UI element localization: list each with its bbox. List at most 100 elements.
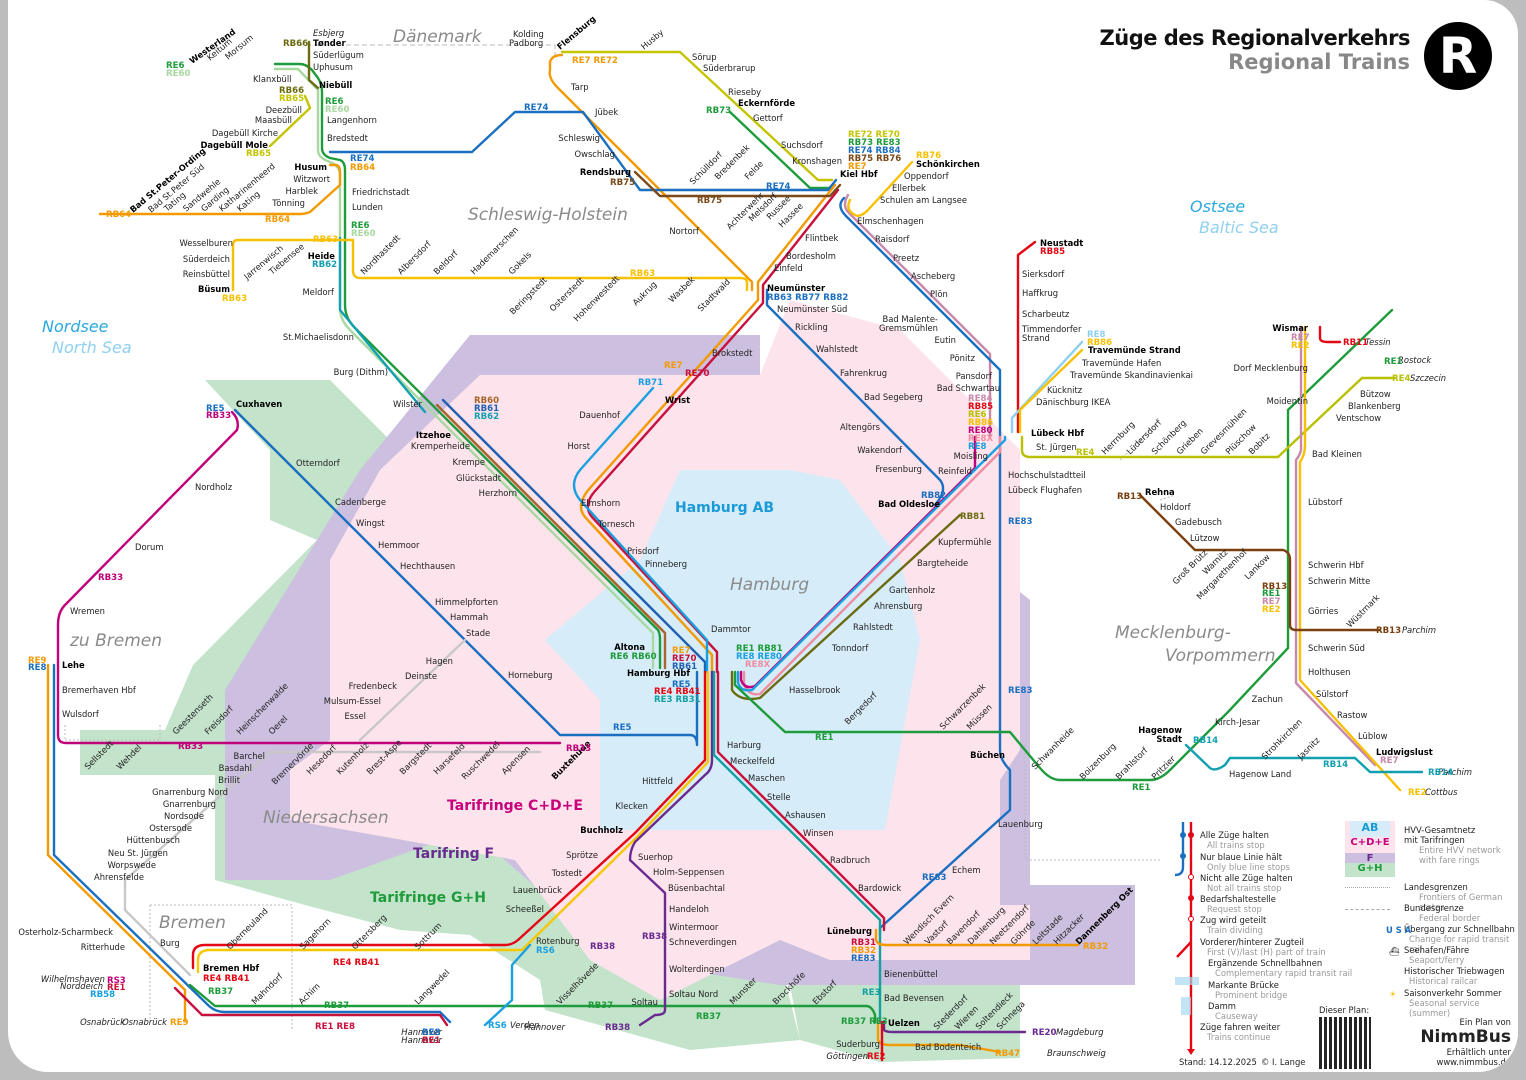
station-label[interactable]: Ascheberg: [911, 271, 955, 281]
station-label[interactable]: Bad Schwartau: [937, 383, 1000, 393]
station-label[interactable]: Beldorf: [431, 247, 460, 276]
station-label[interactable]: Harblek: [285, 186, 318, 196]
station-label[interactable]: Hamburg Hbf: [627, 668, 690, 678]
station-label[interactable]: Bardowick: [858, 883, 901, 893]
station-label[interactable]: Heide: [308, 251, 336, 261]
station-label[interactable]: Fahrenkrug: [840, 368, 887, 378]
station-label[interactable]: Horst: [567, 441, 590, 451]
station-label[interactable]: Tornesch: [597, 519, 635, 529]
station-label[interactable]: Eckernförde: [738, 98, 795, 108]
station-label[interactable]: Kremperheide: [411, 441, 470, 451]
station-label[interactable]: Stelle: [767, 792, 791, 802]
station-label[interactable]: Husby: [639, 27, 666, 52]
station-label[interactable]: Cuxhaven: [236, 399, 282, 409]
station-label[interactable]: Preetz: [893, 253, 920, 263]
station-label[interactable]: Bad Kleinen: [1312, 449, 1362, 459]
station-label[interactable]: Scheeßel: [506, 904, 544, 914]
station-label[interactable]: Sprötze: [566, 850, 598, 860]
line-rb84[interactable]: [843, 193, 992, 439]
station-label[interactable]: Holdorf: [1160, 502, 1192, 512]
station-label[interactable]: Lankow: [1242, 552, 1272, 582]
line-re7mv[interactable]: [1294, 325, 1377, 767]
station-label[interactable]: Hagen: [426, 656, 453, 666]
line-re3[interactable]: [712, 670, 882, 1024]
station-label[interactable]: Uphusum: [313, 62, 353, 72]
station-label[interactable]: Klanxbüll: [253, 74, 292, 84]
station-label[interactable]: Elmshorn: [581, 498, 620, 508]
station-label[interactable]: Deinste: [405, 671, 437, 681]
station-label[interactable]: Lauenburg: [998, 819, 1043, 829]
station-label[interactable]: Lauenbrück: [513, 885, 562, 895]
station-label[interactable]: Holthusen: [1308, 667, 1350, 677]
station-label[interactable]: Neu St. Jürgen: [108, 848, 168, 858]
station-label[interactable]: Dammtor: [711, 624, 751, 634]
station-label[interactable]: Meldorf: [302, 287, 335, 297]
station-label[interactable]: Travemünde Hafen: [1081, 358, 1161, 368]
station-label[interactable]: Hochschulstadtteil: [1008, 470, 1086, 480]
station-label[interactable]: Burg (Dithm): [334, 367, 388, 377]
station-label[interactable]: Lunden: [352, 202, 383, 212]
station-label[interactable]: Mahndorf: [249, 970, 285, 1006]
station-label[interactable]: Wremen: [70, 606, 105, 616]
line-rb82[interactable]: [765, 288, 945, 507]
station-label[interactable]: Prisdorf: [627, 546, 660, 556]
line-re70[interactable]: [586, 188, 840, 674]
station-label[interactable]: Ritterhude: [81, 942, 125, 952]
line-re60[interactable]: [273, 67, 655, 670]
station-label[interactable]: Schwerin Süd: [1308, 643, 1365, 653]
station-label[interactable]: Travemünde Strand: [1088, 345, 1181, 355]
station-label[interactable]: Winsen: [803, 828, 834, 838]
station-label[interactable]: Wakendorf: [857, 445, 903, 455]
station-label[interactable]: Ludwigslust: [1376, 747, 1433, 757]
station-label[interactable]: Owschlag: [575, 149, 616, 159]
station-label[interactable]: Dagebüll Mole: [200, 140, 268, 150]
line-rb31[interactable]: [716, 670, 886, 932]
station-label[interactable]: Rotenburg: [536, 936, 580, 946]
station-label[interactable]: Plön: [930, 289, 948, 299]
station-label[interactable]: Maschen: [748, 773, 785, 783]
station-label[interactable]: Sierksdorf: [1022, 269, 1065, 279]
line-rb41[interactable]: [191, 670, 707, 970]
station-label[interactable]: Sörup: [692, 52, 717, 62]
station-label[interactable]: Ventschow: [1336, 413, 1381, 423]
line-re2[interactable]: [1298, 325, 1402, 792]
station-label[interactable]: Ashausen: [785, 810, 826, 820]
station-label[interactable]: Tønder: [313, 38, 346, 48]
station-label[interactable]: Jübek: [594, 107, 618, 117]
station-label[interactable]: Moidentin: [1267, 396, 1308, 406]
station-label[interactable]: Reinsbüttel: [183, 269, 230, 279]
station-label[interactable]: Soltau: [632, 997, 659, 1007]
station-label[interactable]: Flensburg: [555, 13, 598, 51]
line-re83[interactable]: [839, 196, 1012, 937]
station-label[interactable]: Hagenow: [1138, 725, 1182, 735]
station-label[interactable]: Hammah: [450, 612, 488, 622]
line-re5[interactable]: [233, 408, 699, 747]
line-rb66[interactable]: [307, 40, 320, 90]
station-label[interactable]: Pansdorf: [956, 371, 993, 381]
station-label[interactable]: Suderburg: [836, 1039, 880, 1049]
station-label[interactable]: Bad Bevensen: [884, 993, 944, 1003]
station-label[interactable]: Kiel Hbf: [840, 169, 878, 179]
station-label[interactable]: Süderlügum: [313, 50, 364, 60]
station-label[interactable]: Husum: [294, 162, 327, 172]
station-label[interactable]: Haffkrug: [1022, 288, 1058, 298]
station-label[interactable]: Lübeck Flughafen: [1008, 485, 1082, 495]
station-label[interactable]: Meckelfeld: [730, 756, 775, 766]
station-label[interactable]: Hüttenbusch: [126, 835, 180, 845]
station-label[interactable]: Brillit: [218, 775, 240, 785]
station-label[interactable]: Wintermoor: [669, 922, 719, 932]
line-re9[interactable]: [46, 663, 187, 1022]
publisher-url[interactable]: www.nimmbus.de: [1436, 1057, 1511, 1067]
station-label[interactable]: Kupfermühle: [938, 537, 991, 547]
station-label[interactable]: Bützow: [1360, 389, 1391, 399]
line-rb71[interactable]: [572, 386, 709, 674]
station-label[interactable]: Bremen Hbf: [203, 963, 259, 973]
station-label[interactable]: Schneverdingen: [669, 937, 737, 947]
station-label[interactable]: Bad Oldesloe: [878, 499, 940, 509]
station-label[interactable]: Brokstedt: [712, 348, 753, 358]
station-label[interactable]: Gartenholz: [889, 585, 936, 595]
station-label[interactable]: Rahlstedt: [853, 622, 894, 632]
station-label[interactable]: Rehna: [1145, 487, 1175, 497]
station-label[interactable]: Bad Bodenteich: [915, 1042, 981, 1052]
station-label[interactable]: Schönkirchen: [916, 159, 980, 169]
